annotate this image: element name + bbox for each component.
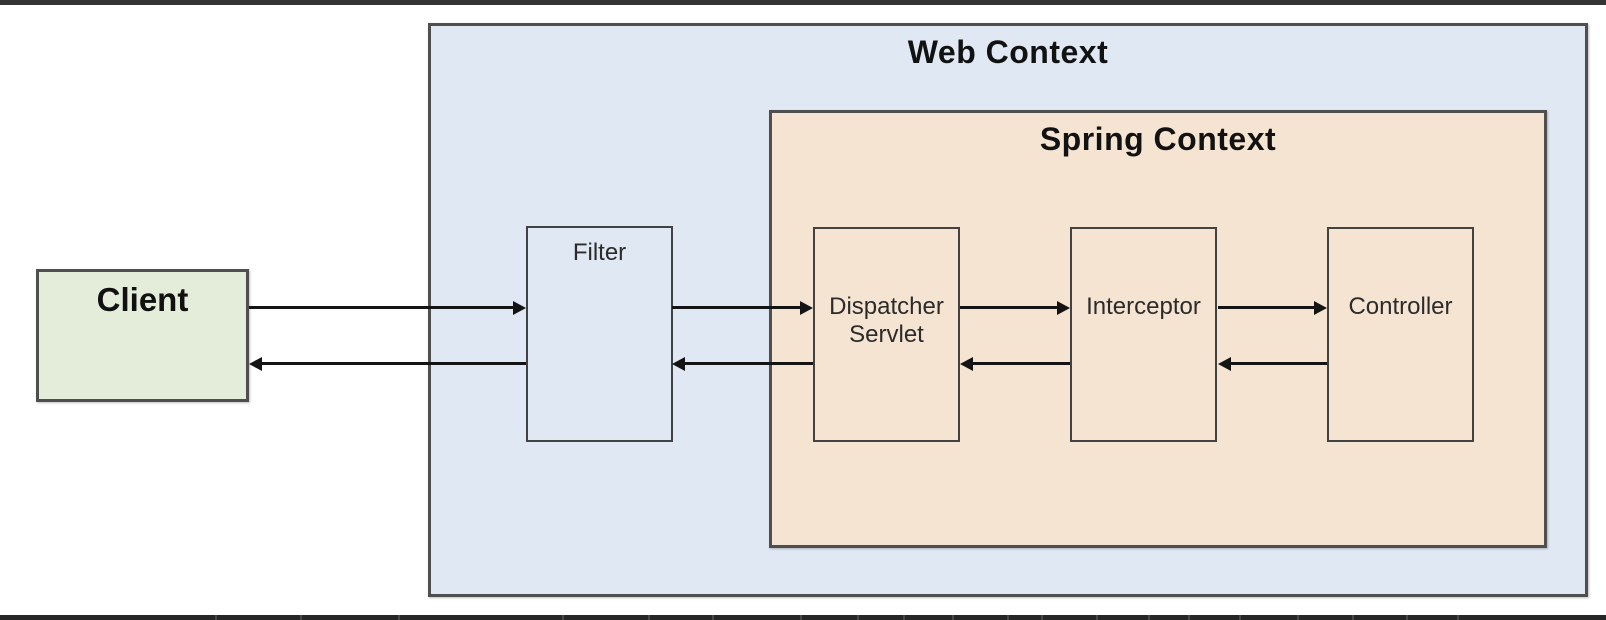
bottom-bar-tick: [1096, 615, 1098, 620]
client-label: Client: [96, 281, 189, 318]
bottom-bar-tick: [857, 615, 859, 620]
bottom-bar-tick: [1041, 615, 1043, 620]
bottom-bar-tick: [1406, 615, 1408, 620]
filter-label: Filter: [572, 239, 627, 266]
bottom-bar-tick: [952, 615, 954, 620]
bottom-bar-tick: [903, 615, 905, 620]
arrow-controller-to-interceptor: [1231, 362, 1327, 365]
bottom-bar-tick: [1239, 615, 1241, 620]
dispatcher-servlet-label: Dispatcher Servlet: [829, 293, 944, 348]
bottom-bar-tick: [398, 615, 400, 620]
bottom-bar-tick: [562, 615, 564, 620]
bottom-bar-tick: [712, 615, 714, 620]
bottom-bar-tick: [648, 615, 650, 620]
arrow-interceptor-to-dispatcher: [973, 362, 1070, 365]
bottom-bar-tick: [1457, 615, 1459, 620]
bottom-bar-tick: [1148, 615, 1150, 620]
bottom-bar-tick: [800, 615, 802, 620]
arrow-filter-to-dispatcher: [672, 306, 800, 309]
bottom-bar-tick: [1007, 615, 1009, 620]
spring-context-title: Spring Context: [1039, 121, 1277, 157]
arrow-filter-to-client: [262, 362, 526, 365]
bottom-bar-tick: [1352, 615, 1354, 620]
client-box: Client: [36, 269, 249, 402]
bottom-bar-tick: [1188, 615, 1190, 620]
interceptor-box: Interceptor: [1070, 227, 1217, 442]
bottom-edge-bar: [0, 615, 1606, 620]
arrow-dispatcher-to-filter: [685, 362, 813, 365]
arrow-client-to-filter: [249, 306, 513, 309]
bottom-bar-tick: [215, 615, 217, 620]
interceptor-label: Interceptor: [1086, 293, 1201, 320]
controller-box: Controller: [1327, 227, 1474, 442]
controller-label: Controller: [1348, 293, 1453, 320]
bottom-bar-tick: [1297, 615, 1299, 620]
arrow-interceptor-to-controller: [1218, 306, 1314, 309]
web-context-title: Web Context: [907, 34, 1109, 70]
top-edge-bar: [0, 0, 1606, 5]
arrow-dispatcher-to-interceptor: [960, 306, 1057, 309]
bottom-bar-tick: [300, 615, 302, 620]
filter-box: Filter: [526, 226, 673, 442]
dispatcher-servlet-box: Dispatcher Servlet: [813, 227, 960, 442]
